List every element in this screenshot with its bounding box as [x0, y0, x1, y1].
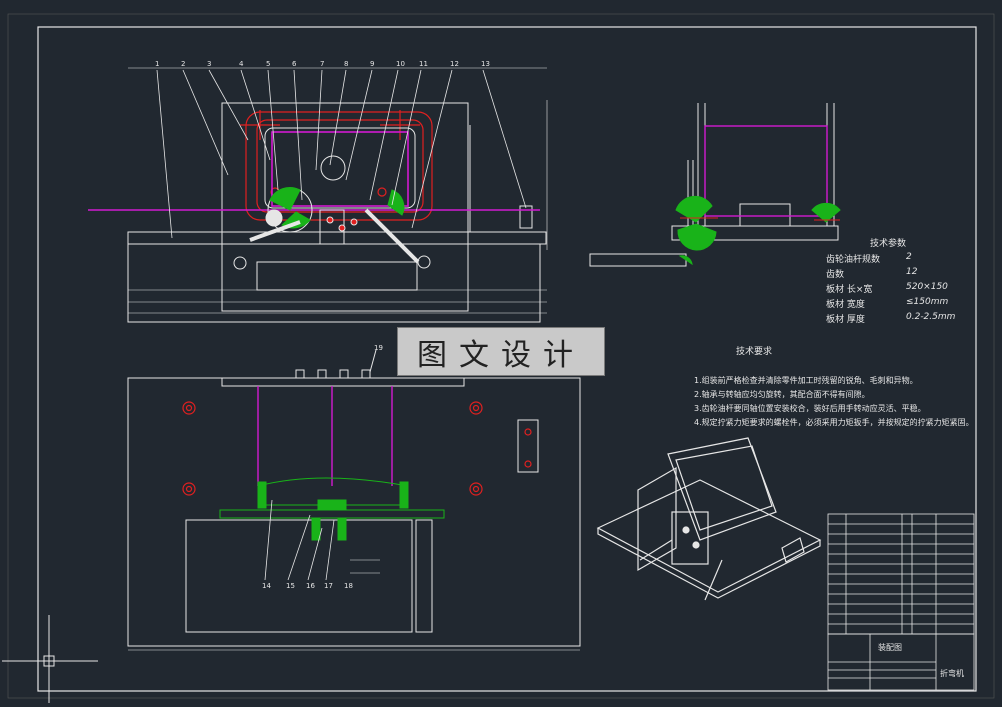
plan-view-magenta — [257, 386, 393, 486]
callout-number: 10 — [396, 60, 405, 68]
front-view — [127, 67, 548, 323]
tech-requirement-item: 1.组装前严格检查并清除零件加工时残留的锐角、毛刺和异物。 — [694, 376, 918, 385]
title-block — [827, 633, 975, 691]
side-view-magenta — [704, 125, 828, 217]
callout-number: 11 — [419, 60, 428, 68]
front-view-gears — [233, 155, 431, 270]
watermark-banner: 图文设计 — [397, 327, 605, 376]
callout-number: 5 — [266, 60, 271, 68]
side-view-parts — [675, 195, 841, 266]
plan-view-green — [219, 477, 445, 541]
tech-param-value: 0.2-2.5mm — [906, 312, 956, 322]
tech-param-label: 板材 长×宽 — [826, 285, 873, 295]
plan-view — [127, 377, 581, 651]
tech-requirement-item: 3.齿轮油杆要同轴位置安装校合，装好后用手转动应灵活、平稳。 — [694, 404, 926, 413]
title-block-drawing-name: 折弯机 — [940, 669, 964, 678]
callout-number: 1 — [155, 60, 160, 68]
plan-view-leaders — [264, 499, 335, 581]
tech-requirement-item: 4.规定拧紧力矩要求的螺栓件，必须采用力矩扳手，并按规定的拧紧力矩紧固。 — [694, 418, 974, 427]
side-view — [589, 103, 839, 267]
tech-requirement-item: 2.轴承与转轴应均匀旋转，其配合面不得有间隙。 — [694, 390, 870, 399]
callout-number: 8 — [344, 60, 349, 68]
callout-number: 15 — [286, 582, 295, 590]
callout-number: 9 — [370, 60, 375, 68]
front-view-leaders — [156, 69, 527, 239]
title-block-label: 装配图 — [878, 643, 902, 652]
callout-number: 7 — [320, 60, 325, 68]
callout-number: 19 — [374, 344, 383, 352]
tech-param-value: 12 — [906, 267, 918, 277]
parts-list — [827, 513, 975, 635]
callout-number: 17 — [324, 582, 333, 590]
callout-number: 3 — [207, 60, 212, 68]
outer-frame — [37, 26, 977, 692]
tech-params-title: 技术参数 — [870, 239, 907, 249]
tech-requirements-title: 技术要求 — [736, 347, 773, 357]
tech-param-label: 齿数 — [826, 270, 845, 280]
tech-requirements-list: 1.组装前严格检查并清除零件加工时残留的锐角、毛刺和异物。 2.轴承与转轴应均匀旋… — [694, 374, 984, 430]
tech-param-label: 齿轮油杆规数 — [826, 255, 881, 265]
tech-param-label: 板材 厚度 — [826, 315, 865, 325]
callout-number: 12 — [450, 60, 459, 68]
tech-param-value: ≤150mm — [906, 297, 949, 307]
ucs-crosshair — [2, 615, 98, 703]
inner-frame — [7, 13, 995, 699]
callout-number: 4 — [239, 60, 244, 68]
plan-view-knobs — [295, 349, 377, 379]
callout-number: 6 — [292, 60, 297, 68]
front-view-magenta — [88, 131, 540, 211]
callout-number: 13 — [481, 60, 490, 68]
tech-param-label: 板材 宽度 — [826, 300, 865, 310]
callout-number: 18 — [344, 582, 353, 590]
front-view-frame-white — [264, 127, 416, 209]
tech-param-value: 520×150 — [906, 282, 948, 292]
tech-param-value: 2 — [906, 252, 912, 262]
callout-number: 16 — [306, 582, 315, 590]
plan-view-bolts — [182, 401, 532, 496]
callout-number: 14 — [262, 582, 271, 590]
isometric-view — [596, 437, 822, 601]
callout-number: 2 — [181, 60, 186, 68]
